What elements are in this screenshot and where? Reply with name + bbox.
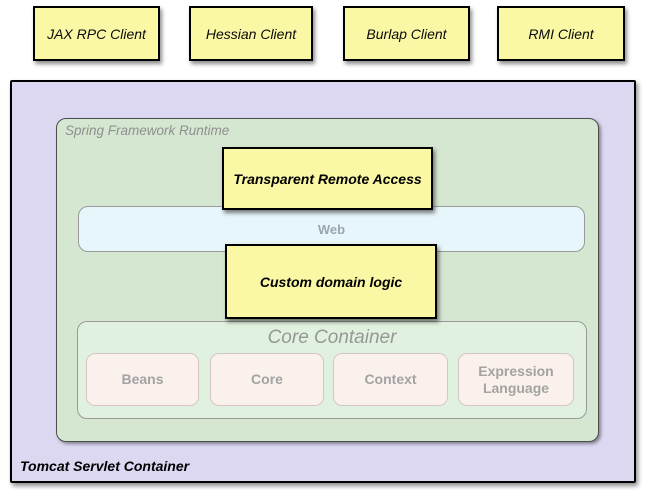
spring-framework-runtime-box: Spring Framework Runtime Web Transparent… — [56, 118, 599, 442]
transparent-remote-access-box: Transparent Remote Access — [222, 147, 433, 210]
module-context-label: Context — [364, 371, 417, 388]
client-box-burlap-label: Burlap Client — [366, 25, 447, 42]
tomcat-servlet-container-box: Spring Framework Runtime Web Transparent… — [10, 80, 636, 483]
client-box-hessian: Hessian Client — [189, 6, 313, 61]
client-box-jax-rpc: JAX RPC Client — [33, 6, 160, 61]
core-container-label: Core Container — [267, 327, 397, 348]
client-box-burlap: Burlap Client — [343, 6, 470, 61]
module-expression-language: Expression Language — [458, 353, 574, 406]
web-layer-label: Web — [317, 221, 346, 237]
custom-domain-logic-label: Custom domain logic — [259, 273, 403, 290]
module-expression-language-label: Expression Language — [478, 362, 554, 396]
client-box-jax-rpc-label: JAX RPC Client — [47, 25, 146, 42]
module-beans: Beans — [86, 353, 199, 406]
client-box-hessian-label: Hessian Client — [205, 25, 297, 42]
transparent-remote-access-label: Transparent Remote Access — [233, 170, 422, 187]
module-core-label: Core — [251, 371, 283, 388]
core-container-box: Core Container Beans Core Context Expres… — [77, 321, 587, 419]
module-beans-label: Beans — [121, 371, 164, 388]
module-core: Core — [210, 353, 324, 406]
client-box-rmi: RMI Client — [497, 6, 625, 61]
custom-domain-logic-box: Custom domain logic — [225, 244, 437, 319]
client-box-rmi-label: RMI Client — [528, 25, 594, 42]
tomcat-servlet-container-label: Tomcat Servlet Container — [20, 458, 190, 474]
module-context: Context — [333, 353, 448, 406]
spring-framework-runtime-label: Spring Framework Runtime — [65, 123, 230, 138]
